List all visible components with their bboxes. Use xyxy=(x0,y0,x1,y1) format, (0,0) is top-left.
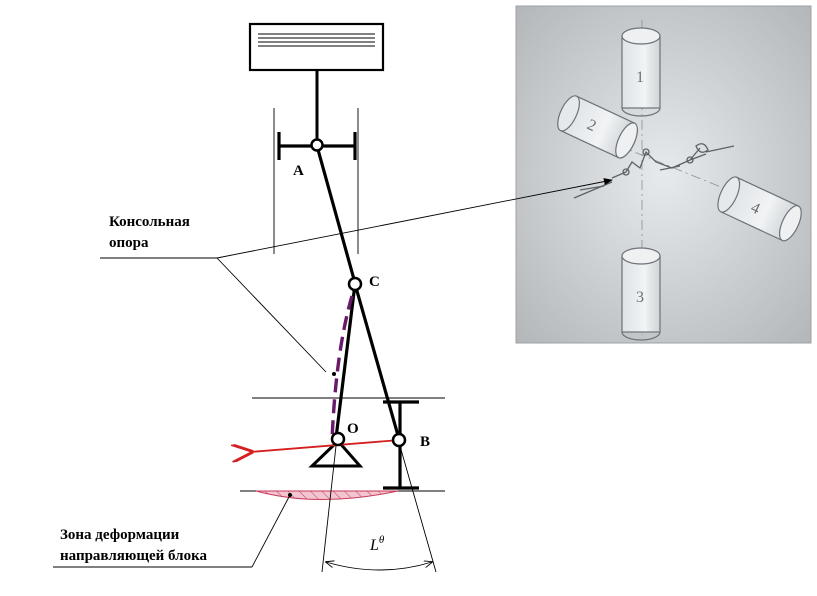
angle-label-main: L xyxy=(369,537,379,554)
angle-label-superscript: θ xyxy=(379,534,385,546)
deformation-zone-label-line1: Зона деформации xyxy=(60,527,180,543)
link-cb xyxy=(353,283,401,440)
photo-frame xyxy=(515,5,812,344)
joint-b xyxy=(391,432,407,448)
photo-inset: 1 2 3 4 xyxy=(515,5,812,344)
deformation-zone-hatch xyxy=(256,491,398,500)
photo-cylinder-3-label: 3 xyxy=(636,289,644,306)
console-support-label-line2: опора xyxy=(109,235,149,251)
photo-cylinder-1: 1 xyxy=(621,27,661,117)
angle-dimension xyxy=(321,445,437,573)
console-support-callout: Консольная опора xyxy=(100,214,327,373)
joint-a xyxy=(310,138,324,152)
photo-background xyxy=(516,6,811,343)
photo-linkage xyxy=(573,143,735,199)
force-arrow xyxy=(250,439,401,452)
connecting-rod-ac xyxy=(315,145,357,284)
photo-cylinder-1-label: 1 xyxy=(636,69,644,86)
photo-cylinder-2: 2 xyxy=(557,95,638,159)
label-point-o: O xyxy=(347,421,359,437)
angle-label: Lθ xyxy=(369,534,385,554)
console-support-leader-to-photo xyxy=(216,178,613,259)
deflected-link-dashed xyxy=(330,295,354,441)
console-support-leader-to-link xyxy=(216,257,327,373)
fixed-support-o xyxy=(308,438,364,468)
photo-cylinder-4: 4 xyxy=(717,176,802,242)
label-point-b: B xyxy=(420,434,430,450)
deformation-zone-leader xyxy=(251,494,291,568)
joint-c xyxy=(347,276,363,292)
deformation-zone-callout: Зона деформации направляющей блока xyxy=(53,494,291,568)
piston-block xyxy=(248,22,385,72)
label-point-c: C xyxy=(369,274,380,290)
joint-o xyxy=(330,431,346,447)
photo-cylinder-3: 3 xyxy=(621,247,661,341)
label-point-a: A xyxy=(293,163,304,179)
midpoint-dot xyxy=(332,372,336,376)
console-support-label-line1: Консольная xyxy=(109,214,190,230)
deformation-zone-label-line2: направляющей блока xyxy=(60,548,207,564)
link-co xyxy=(334,283,357,439)
